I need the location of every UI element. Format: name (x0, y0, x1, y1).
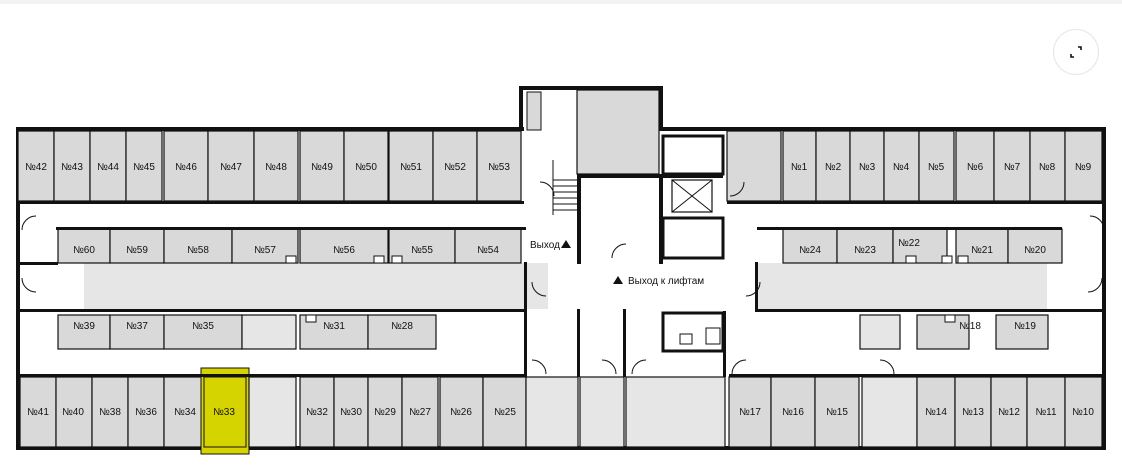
room-33-highlight[interactable] (200, 367, 250, 455)
room-14-label: №14 (925, 407, 947, 418)
room-31-label: №31 (323, 321, 345, 332)
room-16-label: №16 (782, 407, 804, 418)
room-22-label: №22 (898, 238, 920, 249)
room-21-label: №21 (971, 245, 993, 256)
room-48-label: №48 (265, 162, 287, 173)
room-20-label: №20 (1024, 245, 1046, 256)
room-8-label: №8 (1039, 162, 1056, 173)
room-28-label: №28 (391, 321, 413, 332)
room-39-label: №39 (73, 321, 95, 332)
room-55-label: №55 (411, 245, 433, 256)
room-37-label: №37 (126, 321, 148, 332)
room-12-label: №12 (998, 407, 1020, 418)
room-54-label: №54 (477, 245, 499, 256)
room-46-label: №46 (175, 162, 197, 173)
room-1-label: №1 (791, 162, 808, 173)
room-11-label: №11 (1035, 407, 1057, 418)
elevator-exit-label: Выход к лифтам (628, 275, 704, 287)
room-52-label: №52 (444, 162, 466, 173)
room-27-label: №27 (409, 407, 431, 418)
room-44-label: №44 (97, 162, 119, 173)
room-43-label: №43 (61, 162, 83, 173)
room-17-label: №17 (739, 407, 761, 418)
top-strip (0, 0, 1122, 4)
room-13-label: №13 (962, 407, 984, 418)
room-58-label: №58 (187, 245, 209, 256)
room-23-label: №23 (854, 245, 876, 256)
room-19-label: №19 (1014, 321, 1036, 332)
room-42-label: №42 (25, 162, 47, 173)
room-29-label: №29 (374, 407, 396, 418)
room-30-label: №30 (340, 407, 362, 418)
room-47-label: №47 (220, 162, 242, 173)
room-5-label: №5 (928, 162, 945, 173)
room-3-label: №3 (859, 162, 876, 173)
corridor-inner-left (84, 263, 548, 309)
room-60-label: №60 (73, 245, 95, 256)
room-34-label: №34 (174, 407, 196, 418)
shaft (526, 91, 542, 131)
room-15-label: №15 (826, 407, 848, 418)
room-stairs-right (726, 130, 782, 202)
room-45-label: №45 (133, 162, 155, 173)
elevator-top (661, 134, 725, 176)
room-2-label: №2 (825, 162, 842, 173)
room-38-label: №38 (99, 407, 121, 418)
room-7-label: №7 (1004, 162, 1021, 173)
room-50-label: №50 (355, 162, 377, 173)
exit-arrow-icon (561, 240, 571, 248)
room-51-label: №51 (400, 162, 422, 173)
room-59-label: №59 (126, 245, 148, 256)
room-4-label: №4 (893, 162, 910, 173)
room-49-label: №49 (311, 162, 333, 173)
toilet-room (661, 311, 725, 353)
elevator-bottom (661, 216, 725, 260)
core-room (576, 89, 660, 175)
room-25-label: №25 (494, 407, 516, 418)
room-41-label: №41 (27, 407, 49, 418)
room-10-label: №10 (1072, 407, 1094, 418)
room-9-label: №9 (1075, 162, 1092, 173)
room-24-label: №24 (799, 245, 821, 256)
room-6-label: №6 (967, 162, 984, 173)
stairs-icon (552, 160, 577, 215)
room-18-label: №18 (959, 321, 981, 332)
room-53-label: №53 (488, 162, 510, 173)
room-56-label: №56 (333, 245, 355, 256)
room-40-label: №40 (62, 407, 84, 418)
fullscreen-button[interactable] (1053, 29, 1099, 75)
elevator-exit-arrow-icon (613, 276, 623, 284)
room-57-label: №57 (254, 245, 276, 256)
corridor-inner-right (755, 263, 1047, 309)
room-35-label: №35 (192, 321, 214, 332)
room-32-label: №32 (306, 407, 328, 418)
expand-icon (1070, 46, 1082, 58)
room-26-label: №26 (450, 407, 472, 418)
exit-label: Выход (530, 240, 560, 251)
room-33-label: №33 (213, 407, 235, 418)
room-36-label: №36 (135, 407, 157, 418)
